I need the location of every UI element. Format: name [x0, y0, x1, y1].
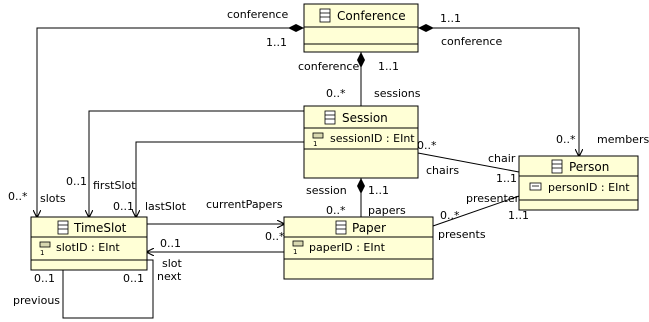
label-presenter-mult: 1..1 — [508, 209, 529, 222]
attribute-sessionid: sessionID : EInt — [330, 132, 415, 145]
edge-session-firstslot[interactable] — [89, 110, 304, 217]
label-next-mult: 0..1 — [123, 272, 144, 285]
label-papers-mult: 0..* — [326, 204, 346, 217]
label-lastslot-mult: 0..1 — [113, 200, 134, 213]
attribute-icon — [529, 182, 542, 191]
label-sessions-mult: 0..* — [326, 87, 346, 100]
label-firstslot-role: firstSlot — [93, 179, 136, 192]
label-session-mult: 1..1 — [368, 184, 389, 197]
label-conf-down-mult: 1..1 — [378, 60, 399, 73]
composition-diamond-conference-slots — [288, 24, 304, 32]
class-icon — [324, 110, 336, 125]
label-slot-mult: 0..1 — [160, 237, 181, 250]
attribute-personid: personID : EInt — [548, 181, 630, 194]
edges — [37, 24, 579, 319]
svg-text:1: 1 — [293, 248, 297, 256]
label-conf-right-mult: 1..1 — [440, 12, 461, 25]
label-previous-role: previous — [13, 294, 60, 307]
label-sessions-role: sessions — [374, 87, 421, 100]
label-slots-role: slots — [40, 192, 66, 205]
label-chair-mult: 1..1 — [496, 172, 517, 185]
class-name: Conference — [337, 9, 406, 23]
label-presents-role: presents — [438, 228, 486, 241]
edge-session-chair[interactable] — [417, 152, 520, 173]
class-name: Paper — [352, 221, 386, 235]
attribute-paperid: paperID : EInt — [309, 241, 386, 254]
label-chair-role: chair — [488, 152, 516, 165]
edge-timeslot-next-previous[interactable] — [62, 259, 154, 319]
label-session-role: session — [306, 184, 347, 197]
class-person[interactable]: Person personID : EInt — [518, 155, 639, 211]
edge-paper-presenter[interactable] — [432, 195, 520, 227]
label-papers-role: papers — [368, 204, 406, 217]
composition-diamond-conference-members — [418, 24, 434, 32]
label-members-mult: 0..* — [556, 133, 576, 146]
edge-session-lastslot[interactable] — [136, 141, 304, 217]
composition-diamond-session-papers — [357, 178, 365, 194]
label-next-role: next — [157, 270, 182, 283]
label-conf-left-role: conference — [227, 8, 288, 21]
svg-text:1: 1 — [40, 249, 44, 257]
label-currentpapers-role: currentPapers — [206, 198, 283, 211]
label-slot-role: slot — [162, 257, 183, 270]
attribute-icon: 1 — [312, 132, 324, 148]
edge-labels: conference 1..1 1..1 conference conferen… — [8, 8, 649, 307]
attribute-icon: 1 — [39, 241, 51, 257]
class-icon — [551, 159, 563, 174]
composition-diamond-conference-sessions — [357, 52, 365, 68]
class-icon — [335, 220, 347, 235]
class-icon — [57, 220, 69, 235]
class-name: Person — [569, 160, 609, 174]
label-firstslot-mult: 0..1 — [66, 175, 87, 188]
label-chairs-mult: 0..* — [417, 139, 437, 152]
edge-conference-members[interactable] — [418, 27, 579, 156]
class-session[interactable]: Session 1 sessionID : EInt — [303, 105, 419, 179]
label-conf-left-mult: 1..1 — [266, 36, 287, 49]
class-conference[interactable]: Conference — [303, 3, 419, 53]
label-previous-mult: 0..1 — [34, 272, 55, 285]
attribute-icon: 1 — [292, 240, 304, 256]
label-presenter-role: presenter — [466, 192, 520, 205]
label-currentpapers-mult: 0..* — [265, 230, 285, 243]
class-name: TimeSlot — [73, 221, 127, 235]
edge-conference-slots[interactable] — [37, 27, 304, 217]
label-slots-mult: 0..* — [8, 190, 28, 203]
class-name: Session — [342, 111, 388, 125]
label-lastslot-role: lastSlot — [145, 200, 187, 213]
class-timeslot[interactable]: TimeSlot 1 slotID : EInt — [30, 216, 148, 271]
label-members-role: members — [597, 133, 649, 146]
attribute-slotid: slotID : EInt — [56, 241, 120, 254]
svg-text:1: 1 — [313, 140, 317, 148]
label-conf-down-role: conference — [298, 60, 359, 73]
label-conf-right-role: conference — [441, 35, 502, 48]
label-presents-mult: 0..* — [440, 209, 460, 222]
label-chairs-role: chairs — [426, 164, 459, 177]
class-icon — [319, 8, 331, 23]
class-paper[interactable]: Paper 1 paperID : EInt — [283, 216, 434, 280]
